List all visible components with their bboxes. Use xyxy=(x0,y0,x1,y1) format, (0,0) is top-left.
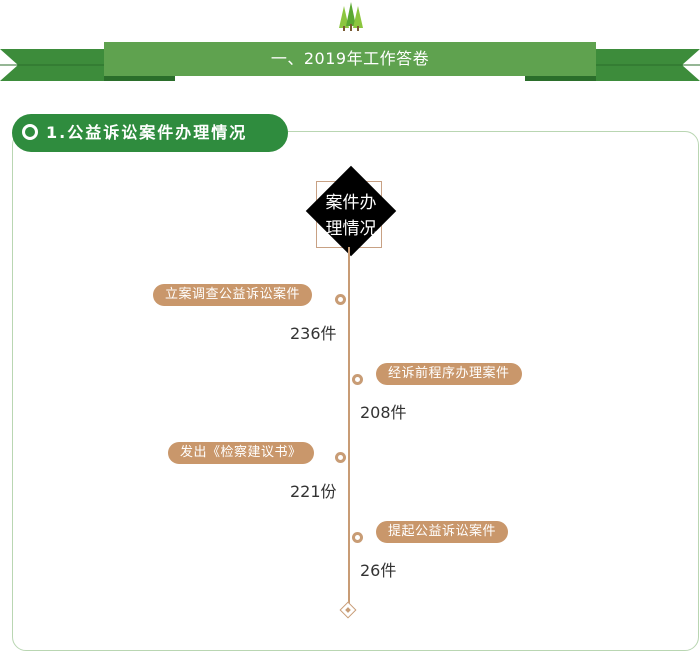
timeline-node xyxy=(335,452,346,463)
section-bullet-icon xyxy=(22,124,38,140)
diagram-header: 案件办 理情况 xyxy=(306,190,396,242)
timeline-line xyxy=(348,247,350,604)
timeline-node xyxy=(335,294,346,305)
timeline-node xyxy=(352,374,363,385)
item-value-2: 208件 xyxy=(360,403,407,422)
timeline-node xyxy=(352,532,363,543)
item-value-3: 221份 xyxy=(290,482,337,501)
item-value-4: 26件 xyxy=(360,561,397,580)
ribbon-banner xyxy=(0,42,700,81)
pine-trees-icon xyxy=(339,2,363,31)
item-value-1: 236件 xyxy=(290,324,337,343)
item-label-3: 发出《检察建议书》 xyxy=(168,442,314,464)
diagram-header-line-1: 案件办 xyxy=(325,193,377,213)
item-label-4: 提起公益诉讼案件 xyxy=(376,521,509,543)
diagram-header-line-2: 理情况 xyxy=(325,219,377,239)
section-title: 1.公益诉讼案件办理情况 xyxy=(46,123,248,142)
banner-title: 一、2019年工作答卷 xyxy=(270,49,430,68)
section-header xyxy=(12,114,288,152)
item-label-2: 经诉前程序办理案件 xyxy=(376,363,522,385)
item-label-1: 立案调查公益诉讼案件 xyxy=(153,284,313,306)
